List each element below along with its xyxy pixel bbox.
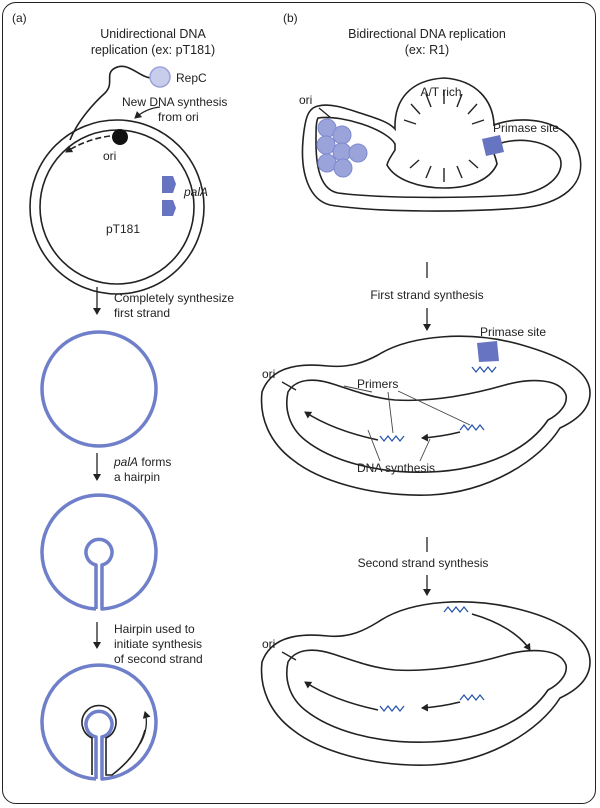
ori-tick-mid (281, 381, 297, 391)
dna-synthesis-label: DNA synthesis (357, 461, 435, 475)
leftward-strand (304, 411, 379, 441)
repc-label: RepC (176, 71, 207, 85)
ori-tick-top (318, 107, 332, 119)
second-strand-label: Second strand synthesis (358, 556, 489, 570)
first-strand-label: First strand synthesis (370, 288, 483, 302)
bottom-middle-strand (421, 701, 461, 712)
at-rich-region (403, 90, 485, 182)
mid-bubble-inner (286, 379, 568, 473)
pala-site (162, 176, 176, 216)
primer-zigzag-top (471, 365, 497, 374)
dna-synthesis-pointers (367, 429, 431, 462)
ori-dot (112, 129, 128, 145)
primase-label-top: Primase site (493, 121, 559, 135)
panel-b-title-2: (ex: R1) (405, 43, 449, 57)
pala-label: palA (183, 185, 208, 199)
step3-label-3: of second strand (114, 652, 203, 666)
primase-site-mid (477, 341, 499, 362)
step2-label-2: a hairpin (114, 470, 160, 484)
panel-a-title-2: replication (ex: pT181) (91, 43, 215, 57)
step3-label-1: Hairpin used to (114, 622, 195, 636)
panel-b-label: (b) (283, 11, 298, 25)
primers-pointers (343, 385, 471, 434)
primer-zigzag-bottom-right (459, 693, 485, 702)
step1-label-2: first strand (114, 306, 170, 320)
step2-label-1: palA forms (113, 455, 171, 469)
primers-label: Primers (357, 377, 398, 391)
upper-strand (471, 613, 531, 651)
bottom-bubble-outer (260, 601, 591, 766)
ori-label-b-top: ori (299, 93, 312, 107)
step2-pala: palA (113, 455, 138, 469)
step1-label-1: Completely synthesize (114, 291, 234, 305)
new-dna-label-1: New DNA synthesis (122, 95, 227, 109)
step2-forms: forms (138, 455, 171, 469)
ori-label-b-bottom: ori (262, 637, 275, 651)
mid-bubble-outer (260, 335, 591, 496)
primer-zigzag-left (379, 434, 405, 443)
pt181-label: pT181 (106, 222, 140, 236)
ori-label-b-mid: ori (262, 367, 275, 381)
ori-label-a: ori (103, 149, 116, 163)
panel-b-title-1: Bidirectional DNA replication (348, 27, 506, 41)
middle-strand (421, 431, 461, 442)
panel-a-label: (a) (12, 11, 27, 25)
new-dna-pointer (134, 106, 161, 119)
primase-site-top (482, 135, 504, 156)
ori-tick-bottom (281, 651, 297, 661)
panel-a-title-1: Unidirectional DNA (100, 27, 206, 41)
repc-protein (149, 66, 171, 88)
bottom-leftward-strand (304, 681, 379, 711)
bottom-bubble-inner (286, 649, 568, 743)
second-strand-circle (40, 663, 158, 781)
primer-zigzag-bottom-left (379, 704, 405, 713)
primase-label-mid: Primase site (480, 325, 546, 339)
second-strand-inner (81, 704, 146, 776)
primer-zigzag-right (459, 423, 485, 432)
r1-plasmid-outer (301, 77, 582, 212)
primer-zigzag-bottom-top (443, 605, 469, 614)
new-dna-arrow (65, 135, 111, 153)
single-strand-circle (40, 330, 158, 448)
step3-label-2: initiate synthesis (114, 637, 202, 651)
displaced-strand (69, 65, 153, 141)
ori-binding-proteins (316, 118, 368, 178)
pt181-plasmid (29, 119, 205, 295)
second-strand-arrow (139, 711, 151, 745)
hairpin-circle (40, 493, 158, 611)
at-rich-label: A/T rich (420, 85, 461, 99)
new-dna-label-2: from ori (158, 110, 199, 124)
